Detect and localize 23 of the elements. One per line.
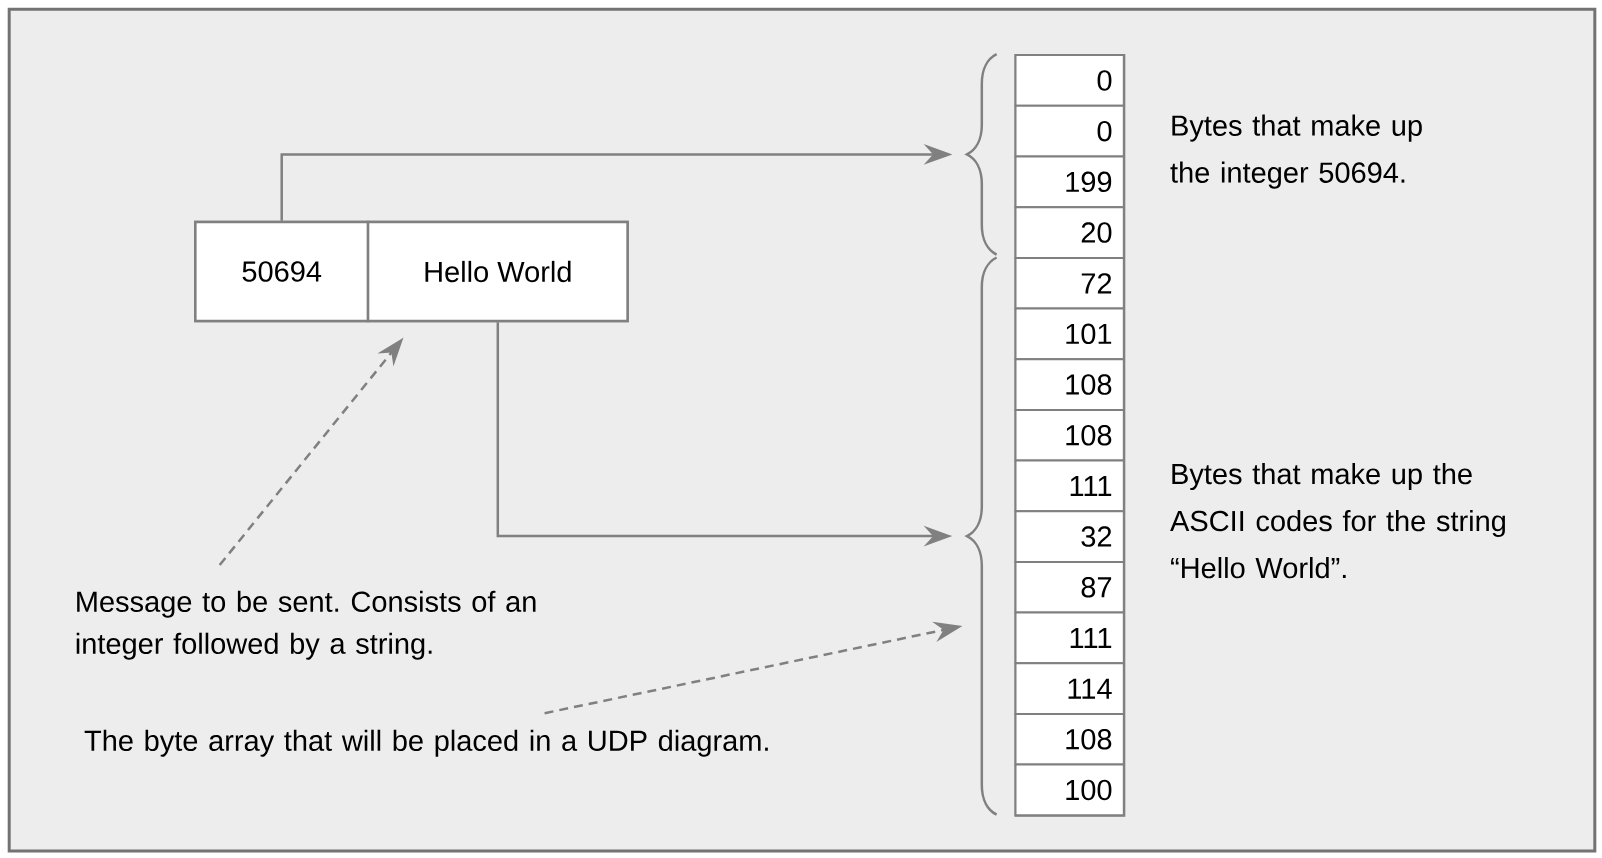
byte-cell: 114 (1014, 662, 1125, 715)
byte-cell: 108 (1014, 408, 1125, 462)
byte-cell: 111 (1014, 611, 1125, 665)
brace-label: Bytes that make up the ASCII codes for the string “Hello World”. (1170, 463, 1505, 579)
byte-cell: 111 (1014, 459, 1125, 513)
byte-cell: 32 (1014, 510, 1125, 563)
brace-label: Bytes that make up the integer 50694. (1170, 114, 1422, 189)
byte-cell: 0 (1014, 54, 1125, 107)
curly-brace (965, 256, 998, 816)
byte-cell: 87 (1014, 560, 1125, 614)
byte-cell: 108 (1014, 712, 1125, 766)
byte-cell: 20 (1014, 206, 1125, 259)
byte-cell: 199 (1014, 155, 1125, 209)
curly-brace (965, 53, 998, 256)
message-field: Hello World (366, 220, 629, 323)
byte-cell: 101 (1014, 307, 1125, 361)
note-text: Message to be sent. Consists of an integer followed by a string. (76, 590, 536, 660)
byte-cell: 100 (1014, 763, 1125, 817)
note-text: The byte array that will be placed in a UDP diagram. (84, 729, 768, 757)
byte-cell: 108 (1014, 358, 1125, 411)
message-field: 50694 (194, 220, 370, 323)
byte-cell: 72 (1014, 256, 1125, 310)
byte-cell: 0 (1014, 104, 1125, 158)
